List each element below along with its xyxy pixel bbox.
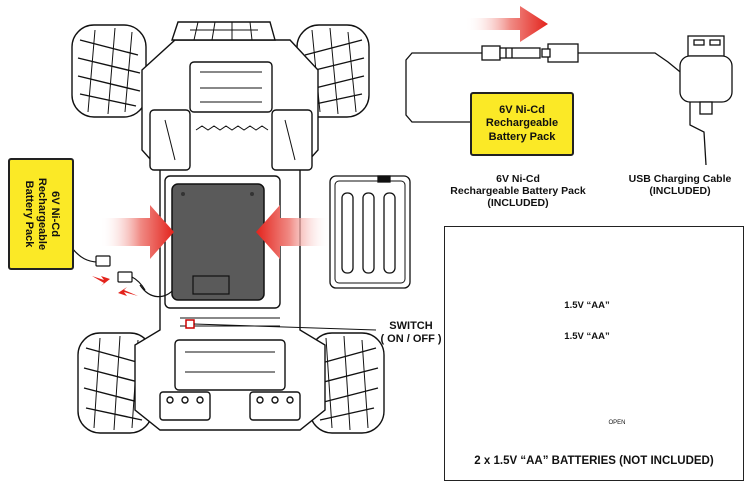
side-label-line2: Rechargeable: [35, 177, 48, 251]
usb-cable-caption: USB Charging Cable (INCLUDED): [620, 173, 740, 197]
side-battery-pack-label: 6V Ni-Cd Rechargeable Battery Pack: [8, 158, 74, 270]
battery-pack-caption-line3: (INCLUDED): [487, 197, 549, 210]
side-label-line3: Battery Pack: [22, 180, 35, 248]
battery-pack-box-line1: 6V Ni-Cd: [499, 104, 545, 117]
red-arrow-icon: [256, 205, 330, 259]
power-switch: [185, 319, 195, 329]
battery-pack-caption-line1: 6V Ni-Cd: [496, 173, 540, 185]
battery-pack-caption-line2: Rechargeable Battery Pack: [450, 185, 586, 198]
battery-2-label: 1.5V “AA”: [564, 331, 610, 342]
controller-battery-caption: 2 x 1.5V “AA” BATTERIES (NOT INCLUDED): [474, 455, 714, 467]
controller-battery-panel: [444, 226, 744, 481]
battery-pack-caption: 6V Ni-Cd Rechargeable Battery Pack (INCL…: [443, 173, 593, 209]
switch-label: SWITCH ( ON / OFF ): [376, 320, 446, 345]
connector-plug-icon: [71, 247, 146, 291]
switch-label-line1: SWITCH: [389, 320, 433, 332]
battery-compartment: [171, 183, 265, 301]
wheel-rear-left: [77, 332, 153, 434]
battery-1-label: 1.5V “AA”: [564, 300, 610, 311]
usb-caption-line2: (INCLUDED): [649, 185, 711, 198]
wheel-front-left: [71, 24, 147, 118]
side-label-line1: 6V Ni-Cd: [48, 191, 61, 237]
open-label: OPEN: [608, 420, 626, 426]
battery-pack-label-box: 6V Ni-Cd Rechargeable Battery Pack: [470, 92, 574, 156]
switch-leader-line: [193, 323, 377, 331]
red-arrow-icon: [92, 276, 110, 286]
compartment-latch: [192, 275, 230, 295]
switch-label-line2: ( ON / OFF ): [380, 332, 442, 345]
wheel-rear-right: [309, 332, 385, 434]
battery-pack-box-line2: Rechargeable: [485, 117, 559, 130]
usb-cable-illustration: [405, 35, 733, 166]
red-arrow-icon: [100, 205, 174, 259]
usb-caption-line1: USB Charging Cable: [628, 173, 732, 185]
red-arrow-icon: [118, 287, 138, 296]
battery-pack-box-line3: Battery Pack: [488, 130, 556, 143]
battery-pack-illustration: [329, 175, 411, 289]
red-arrow-icon: [465, 6, 548, 42]
